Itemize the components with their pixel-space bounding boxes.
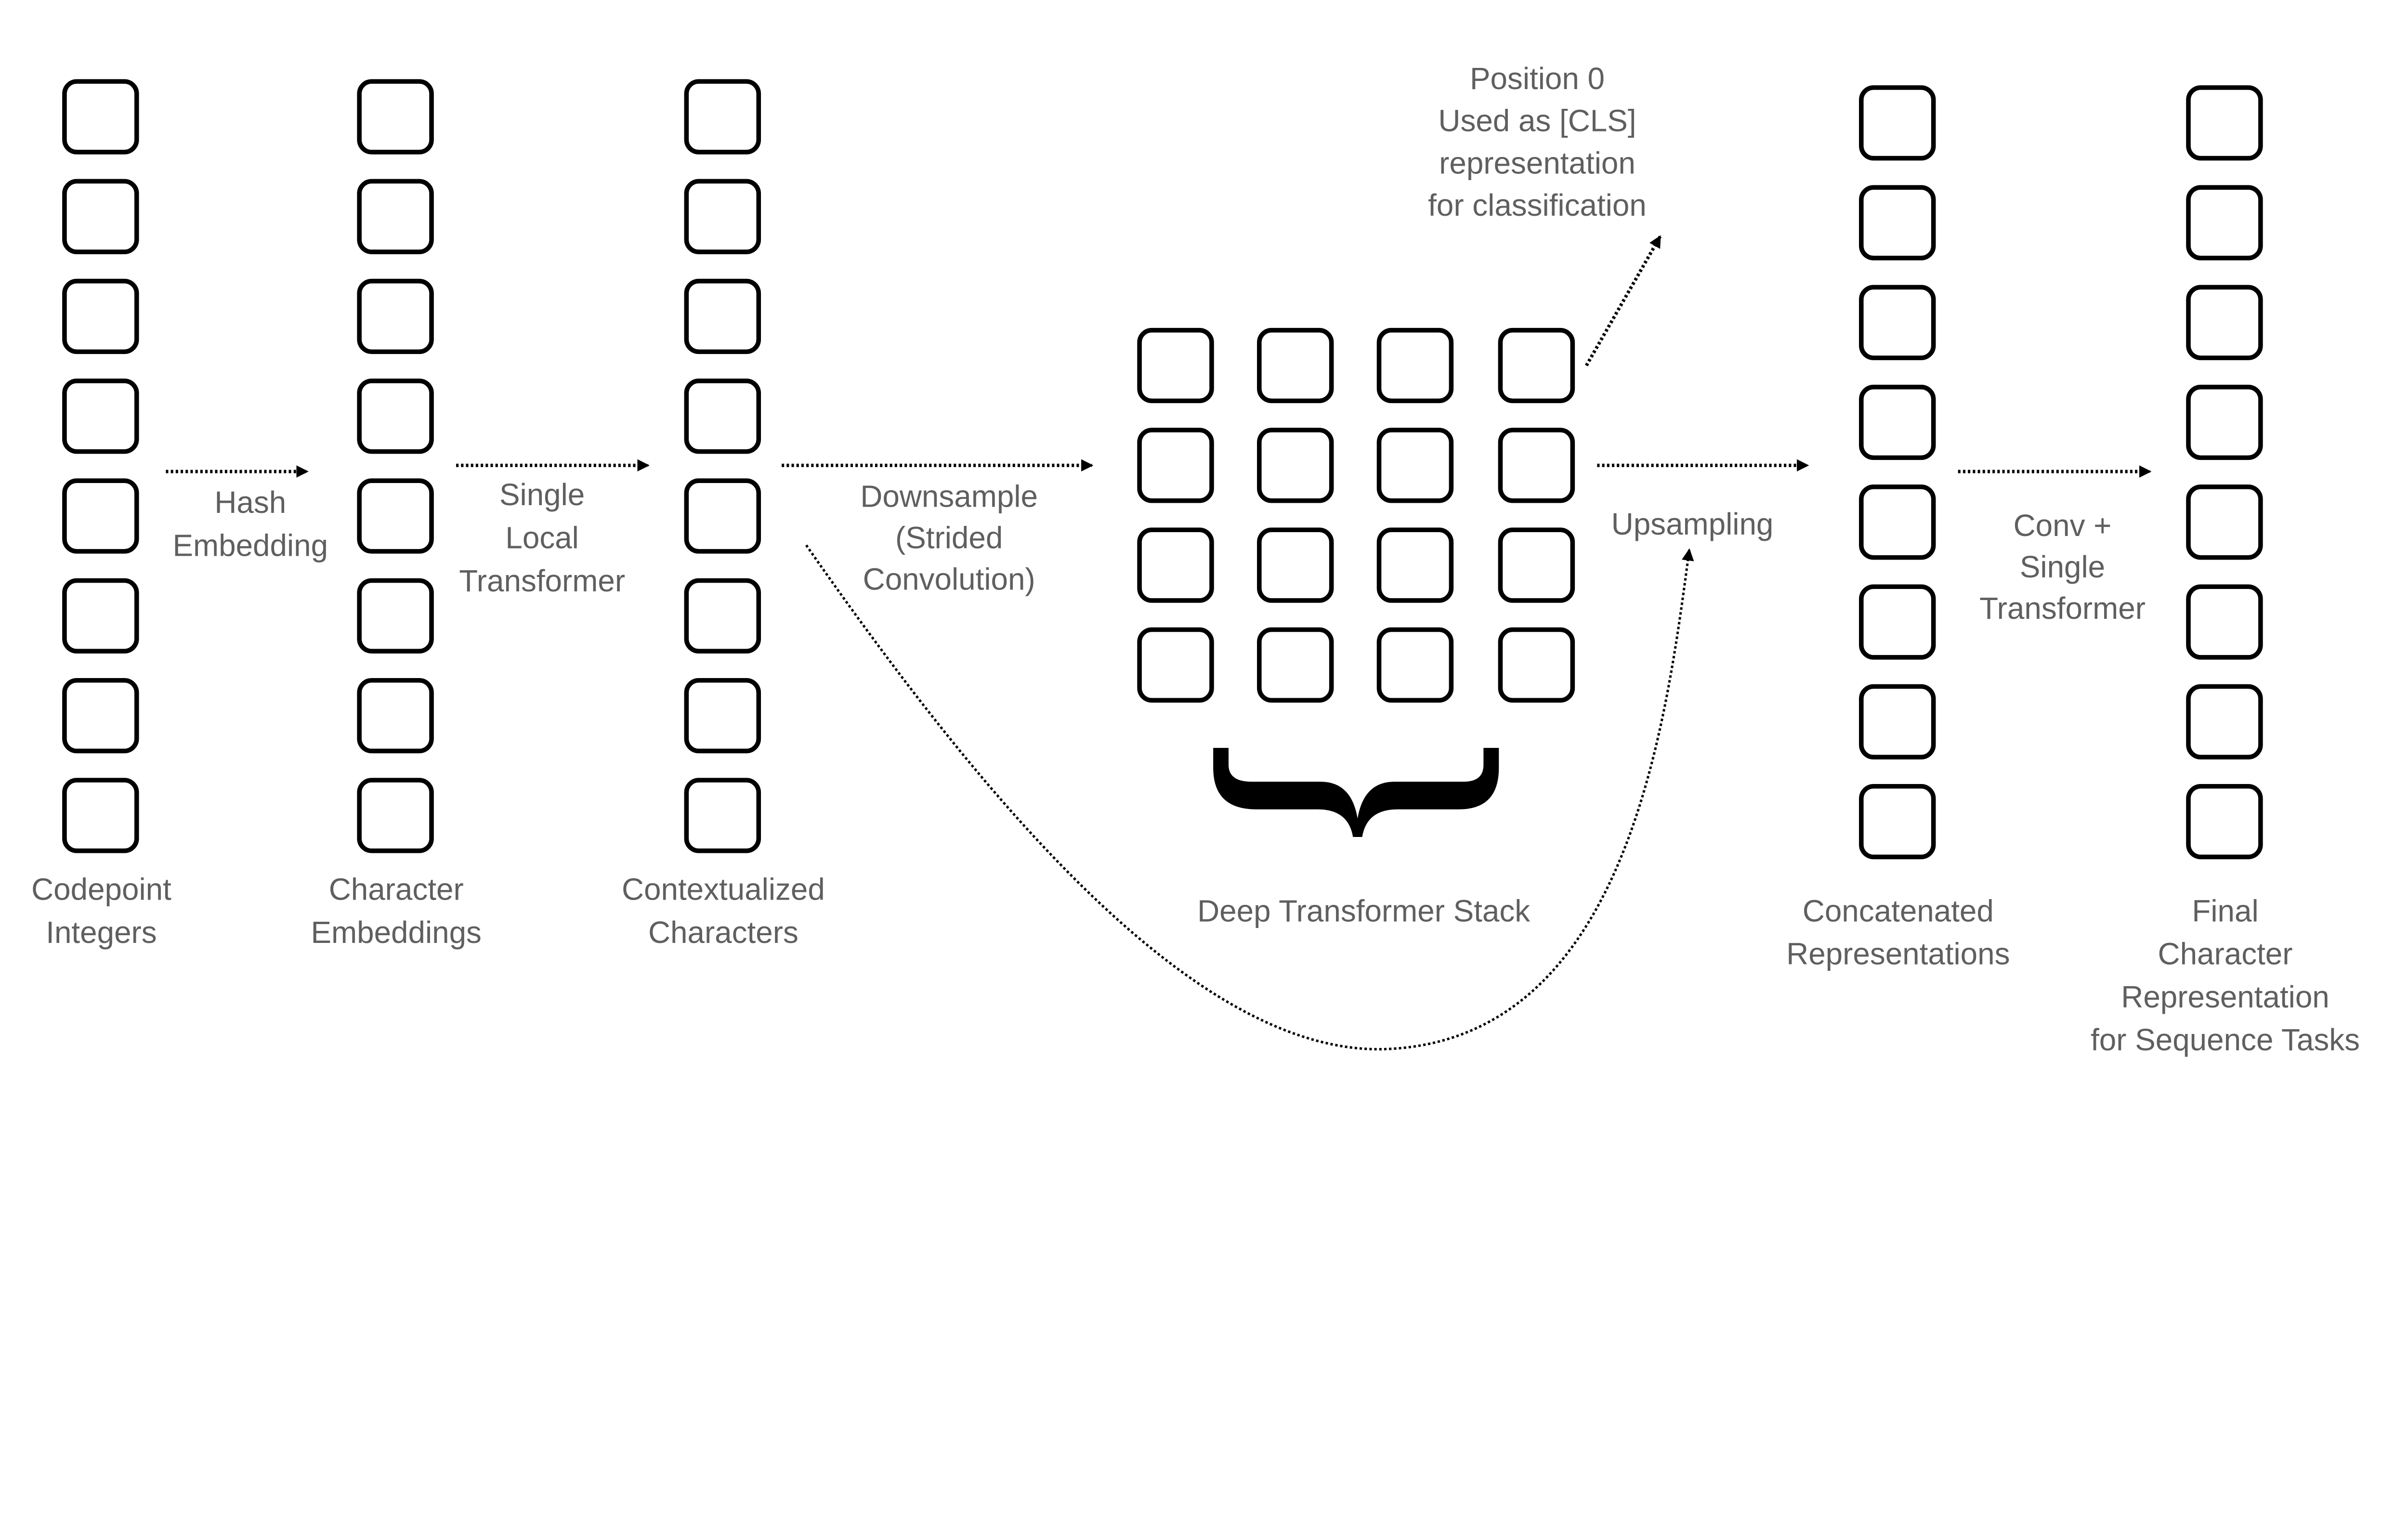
contextualized-box (684, 678, 761, 754)
codepoint-box (62, 478, 139, 554)
downsample-label: Downsample (860, 479, 1038, 513)
downsample-label: Convolution) (863, 562, 1035, 597)
char-embedding-box (357, 578, 434, 653)
contextualized-box (684, 478, 761, 554)
contextualized-box (684, 379, 761, 454)
codepoint-integers-label: Integers (46, 915, 157, 950)
stack-brace (1213, 748, 1499, 837)
concatenated-representations-label: Concatenated (1803, 893, 1994, 928)
cls-note-label: Position 0 (1470, 61, 1605, 96)
concatenated-box (1859, 684, 1936, 759)
character-embeddings-label: Character (329, 872, 464, 907)
downsampled-box (1257, 327, 1334, 404)
final-rep-box (2186, 185, 2263, 261)
conv-single-transformer-label: Conv + (2014, 508, 2112, 543)
cls-note-label: representation (1439, 145, 1636, 180)
cls-arrow (1584, 235, 1662, 366)
labels: CodepointIntegersCharacterEmbeddingsCont… (31, 61, 2360, 1057)
single-local-transformer-label: Local (505, 521, 578, 555)
concatenated-box (1859, 185, 1936, 261)
character-embeddings-label: Embeddings (311, 915, 481, 950)
concatenated-box (1859, 484, 1936, 560)
codepoint-box (62, 578, 139, 653)
downsampled-box (1257, 527, 1334, 603)
contextualized-box (684, 79, 761, 155)
conv-single-transformer-label: Transformer (1979, 591, 2146, 626)
final-representation-label: Character (2158, 937, 2293, 971)
concatenated-box (1859, 584, 1936, 660)
downsampled-box (1257, 428, 1334, 503)
char-embedding-box (357, 278, 434, 354)
contextualized-characters-label: Characters (648, 915, 798, 950)
final-rep-box (2186, 484, 2263, 560)
downsampled-box (1376, 627, 1454, 703)
codepoint-box (62, 79, 139, 155)
downsampled-box (1498, 527, 1575, 603)
downsampled-box (1137, 527, 1214, 603)
final-rep-box (2186, 85, 2263, 161)
char-embedding-box (357, 379, 434, 454)
final-representation-label: Final (2192, 893, 2258, 928)
single-local-transformer-label: Transformer (459, 563, 625, 598)
concatenated-box (1859, 285, 1936, 360)
final-rep-box (2186, 584, 2263, 660)
upsampling-label: Upsampling (1611, 507, 1774, 541)
char-embedding-box (357, 478, 434, 554)
downsampled-box (1498, 627, 1575, 703)
codepoint-integers-label: Codepoint (31, 872, 171, 907)
contextualized-box (684, 278, 761, 354)
downsample-label: (Strided (895, 521, 1003, 555)
char-embedding-box (357, 79, 434, 155)
final-rep-box (2186, 285, 2263, 360)
final-representation-label: Representation (2121, 980, 2329, 1014)
char-embedding-box (357, 678, 434, 754)
final-representation-label: for Sequence Tasks (2091, 1022, 2360, 1057)
hash-embedding-label: Embedding (172, 528, 328, 562)
conv-single-transformer-label: Single (2020, 549, 2105, 584)
codepoint-box (62, 179, 139, 254)
contextualized-characters-label: Contextualized (622, 872, 825, 907)
codepoint-box (62, 778, 139, 853)
downsampled-box (1498, 327, 1575, 404)
codepoint-box (62, 678, 139, 754)
concatenated-box (1859, 784, 1936, 860)
char-embedding-box (357, 778, 434, 853)
downsampled-box (1498, 428, 1575, 503)
final-rep-box (2186, 784, 2263, 860)
final-rep-box (2186, 684, 2263, 759)
downsampled-box (1376, 428, 1454, 503)
final-rep-box (2186, 384, 2263, 460)
char-embedding-box (357, 179, 434, 254)
single-local-transformer-label: Single (499, 477, 585, 512)
contextualized-box (684, 778, 761, 853)
codepoint-box (62, 278, 139, 354)
concatenated-box (1859, 384, 1936, 460)
concatenated-box (1859, 85, 1936, 161)
downsampled-box (1257, 627, 1334, 703)
downsampled-box (1137, 428, 1214, 503)
contextualized-box (684, 179, 761, 254)
cls-note-label: Used as [CLS] (1438, 104, 1636, 138)
codepoint-box (62, 379, 139, 454)
concatenated-representations-label: Representations (1786, 937, 2010, 971)
downsampled-box (1137, 627, 1214, 703)
downsampled-box (1376, 527, 1454, 603)
downsampled-box (1137, 327, 1214, 404)
downsampled-box (1376, 327, 1454, 404)
hash-embedding-label: Hash (214, 485, 286, 520)
cls-note-label: for classification (1428, 188, 1647, 222)
deep-transformer-stack-label: Deep Transformer Stack (1197, 893, 1530, 928)
canine-architecture-diagram: CodepointIntegersCharacterEmbeddingsCont… (31, 61, 2360, 1057)
residual-skip-arrow (805, 544, 1694, 1051)
token-boxes (62, 79, 2263, 860)
contextualized-box (684, 578, 761, 653)
